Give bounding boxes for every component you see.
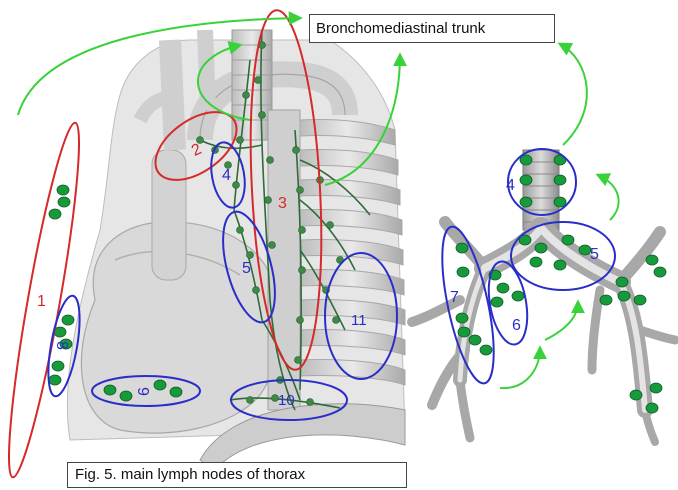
label-5: 5	[242, 260, 251, 277]
label-8: 8	[53, 341, 70, 350]
ribs	[300, 119, 405, 385]
label-10: 10	[278, 392, 295, 409]
figure-caption: Fig. 5. main lymph nodes of thorax	[67, 462, 407, 488]
flow-arrow-rt5	[598, 175, 619, 220]
label-4: 4	[222, 167, 231, 184]
bronchomediastinal-trunk-label: Bronchomediastinal trunk	[309, 14, 555, 43]
flow-arrow-rt4	[560, 44, 587, 145]
label-1: 1	[37, 293, 46, 310]
spine	[268, 110, 300, 410]
label-3: 3	[278, 195, 287, 212]
rt-label-5: 5	[590, 246, 599, 263]
flow-arrow-rt7	[500, 348, 540, 388]
rt-label-6: 6	[512, 317, 521, 334]
rt-label-7: 7	[450, 289, 459, 306]
label-6: 6	[136, 387, 153, 396]
thorax-anatomy	[0, 8, 405, 480]
rt-label-4: 4	[506, 177, 515, 194]
rt-group-6-ellipse	[483, 259, 533, 348]
flow-arrow-rt6	[545, 302, 578, 340]
label-11: 11	[351, 312, 367, 329]
